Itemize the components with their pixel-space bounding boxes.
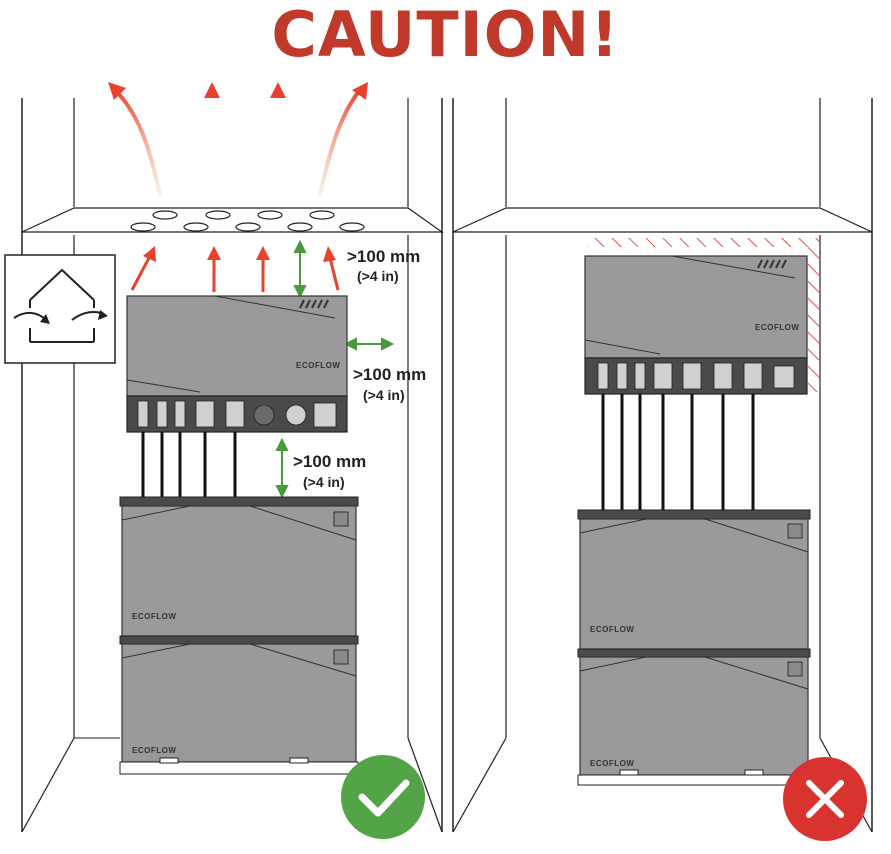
right-cabinet — [452, 98, 873, 833]
right-battery-bottom: ECOFLOW — [577, 656, 811, 786]
left-battery-top: ECOFLOW — [119, 496, 359, 645]
caution-title: CAUTION! — [271, 0, 620, 71]
clearance-side-label: >100 mm — [353, 365, 426, 384]
heat-arrows-intake — [130, 246, 340, 292]
no-clearance-hatching — [587, 238, 819, 392]
clearance-bottom-sub-label: (>4 in) — [303, 474, 345, 490]
clearance-arrow-bottom — [275, 437, 289, 499]
right-inverter-logo: ECOFLOW — [755, 323, 799, 332]
shelf-vents — [130, 210, 365, 232]
check-icon — [341, 755, 425, 839]
left-cables — [141, 432, 237, 500]
clearance-top-sub-label: (>4 in) — [357, 268, 399, 284]
left-inverter-unit: ECOFLOW — [126, 295, 348, 433]
clearance-top-label: >100 mm — [347, 247, 420, 266]
right-battery-top: ECOFLOW — [577, 509, 811, 658]
left-inverter-logo: ECOFLOW — [296, 361, 340, 370]
left-battery-bottom: ECOFLOW — [119, 643, 359, 775]
clearance-bottom-label: >100 mm — [293, 452, 366, 471]
left-battery-bottom-logo: ECOFLOW — [132, 746, 176, 755]
left-battery-top-logo: ECOFLOW — [132, 612, 176, 621]
house-airflow-icon — [4, 254, 116, 364]
right-cables — [601, 394, 755, 512]
right-battery-bottom-logo: ECOFLOW — [590, 759, 634, 768]
cross-icon — [783, 757, 867, 841]
clearance-side-sub-label: (>4 in) — [363, 387, 405, 403]
right-battery-top-logo: ECOFLOW — [590, 625, 634, 634]
clearance-arrow-top — [293, 239, 307, 299]
heat-arrows-exhaust — [108, 82, 368, 198]
right-inverter-unit: ECOFLOW — [584, 255, 808, 395]
clearance-arrow-side — [343, 337, 395, 351]
